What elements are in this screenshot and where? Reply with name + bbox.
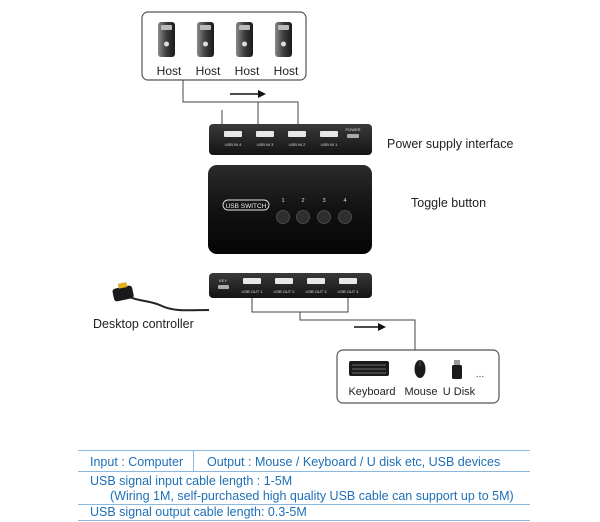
keyboard-icon [349,361,389,376]
device-label: Mouse [404,386,437,398]
toggle-button-2 [296,210,310,224]
bottom-output-panel: KEY USB OUT 1 USB OUT 2 USB OUT 3 USB OU… [209,273,372,298]
usb-in-port-label: USB IN 2 [289,142,306,147]
input-spec: Input : Computer [90,455,184,469]
usb-out-port-label: USB OUT 2 [273,289,295,294]
device-label: ... [476,369,484,380]
toggle-button-4 [338,210,352,224]
power-supply-callout: Power supply interface [387,137,514,151]
toggle-button-callout: Toggle button [411,196,486,210]
usb-in-port-label: USB IN 1 [321,142,338,147]
table-border-top [78,450,530,451]
host-pc-2 [197,22,214,57]
output-spec: Output : Mouse / Keyboard / U disk etc, … [207,455,501,469]
device-brand-label: USB SWITCH [226,203,267,210]
host-pc-4 [275,22,292,57]
host-label: Host [196,64,221,78]
toggle-button-3 [317,210,331,224]
button-number: 4 [343,198,346,204]
host-label: Host [157,64,182,78]
top-input-panel: USB IN 4 USB IN 3 USB IN 2 USB IN 1 POWE… [209,124,372,155]
usb-switch-device: USB SWITCH 1 2 3 4 [208,165,372,254]
input-cable-note: (Wiring 1M, self-purchased high quality … [110,489,514,503]
desktop-controller-callout: Desktop controller [93,317,194,331]
button-number: 2 [301,198,304,204]
output-cable-length: USB signal output cable length: 0.3-5M [90,505,307,519]
usb-in-port-label: USB IN 3 [257,142,274,147]
right-arrow-icon [354,323,386,331]
usb-disk-icon [452,360,462,379]
button-number: 3 [322,198,325,204]
device-label: U Disk [443,386,476,398]
usb-out-port-label: USB OUT 1 [241,289,263,294]
table-border [78,471,530,472]
right-arrow-icon [230,90,266,98]
usb-out-port-label: USB OUT 4 [337,289,359,294]
device-label: Keyboard [348,386,395,398]
toggle-button-1 [276,210,290,224]
key-port-label: KEY [219,278,227,283]
table-divider [193,450,194,471]
usb-in-port-label: USB IN 4 [225,142,242,147]
device-connector-line [251,298,416,350]
input-cable-length: USB signal input cable length : 1-5M [90,474,293,488]
power-port-label: POWER [345,127,360,132]
mouse-icon [414,360,426,378]
button-number: 1 [281,198,284,204]
desktop-controller-icon [112,282,210,312]
host-pc-1 [158,22,175,57]
host-label: Host [235,64,260,78]
usb-out-port-label: USB OUT 3 [305,289,327,294]
spec-table: Input : Computer Output : Mouse / Keyboa… [78,450,530,522]
hosts-box: Host Host Host Host [141,11,307,81]
devices-box: Keyboard Mouse U Disk ... [336,349,500,404]
host-pc-3 [236,22,253,57]
host-connector-line [182,80,299,126]
table-border [78,504,530,505]
host-label: Host [274,64,299,78]
